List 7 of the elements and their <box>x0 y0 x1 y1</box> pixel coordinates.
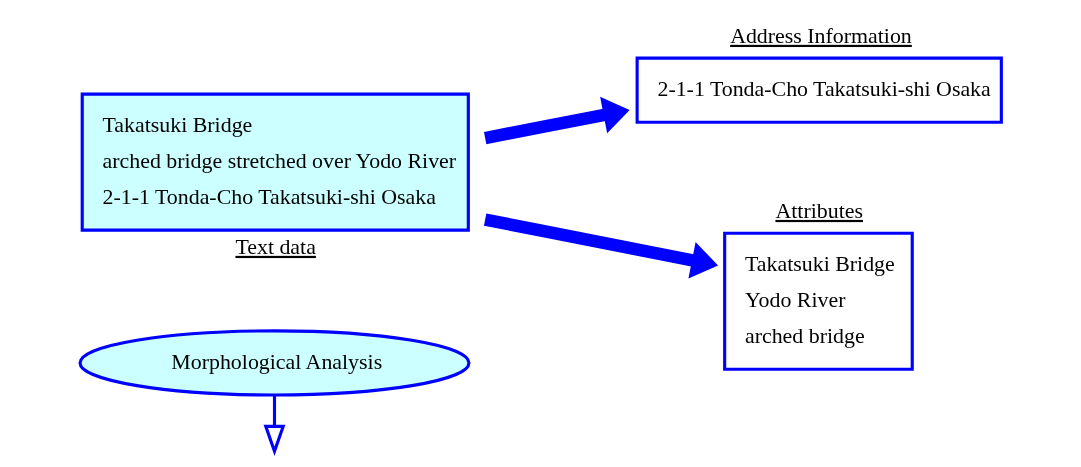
node-ellipse: Morphological Analysis <box>77 329 470 397</box>
node-label: Address Information <box>729 23 912 48</box>
arrow <box>483 213 718 279</box>
arrow <box>483 96 630 145</box>
node-label: Text data <box>234 234 316 259</box>
arrow <box>263 395 285 457</box>
node-label: Attributes <box>774 198 863 223</box>
